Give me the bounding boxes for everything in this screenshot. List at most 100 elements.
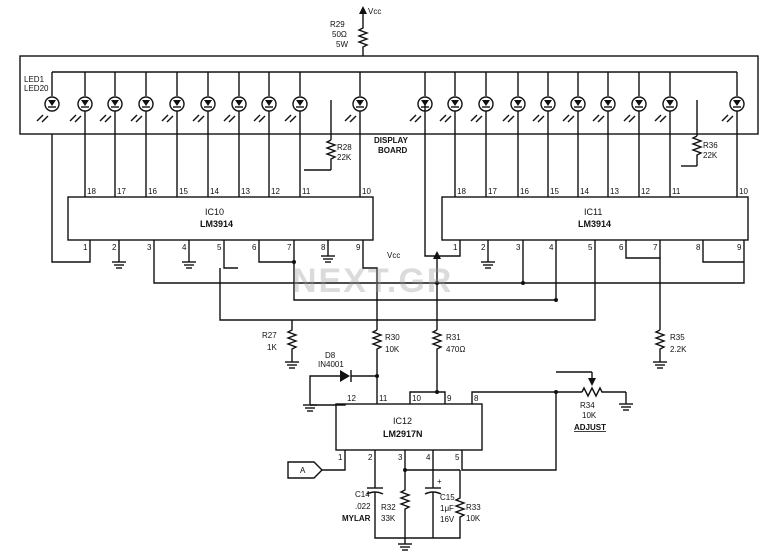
pin-number: 15 — [550, 187, 559, 196]
r27-name: R27 — [262, 331, 277, 340]
ic12-part: LM2917N — [383, 429, 423, 439]
pin-number: 6 — [252, 243, 257, 252]
pin-number: 8 — [696, 243, 701, 252]
ic12-name: IC12 — [393, 416, 412, 426]
pin-number: 5 — [455, 453, 460, 462]
pin-number: 16 — [520, 187, 529, 196]
led — [253, 72, 277, 123]
input-label: A — [300, 466, 306, 475]
vcc-supply-top: Vcc — [359, 6, 381, 22]
r36-value: 22K — [703, 151, 718, 160]
r34-value: 10K — [582, 411, 597, 420]
pin-number: 16 — [148, 187, 157, 196]
led — [409, 72, 433, 123]
ic12-bottom-components: + — [366, 450, 466, 551]
resistor-r36: R36 22K — [681, 100, 718, 167]
r34-function: ADJUST — [574, 423, 606, 432]
pin-number: 10 — [412, 394, 421, 403]
resistor-r28: R28 22K — [304, 100, 352, 171]
d8-name: D8 — [325, 351, 336, 360]
d8-part: IN4001 — [318, 360, 344, 369]
resistor-r31: R31 470Ω — [431, 329, 465, 392]
pin-number: 13 — [241, 187, 250, 196]
pin-number: 2 — [368, 453, 373, 462]
pin-number: 17 — [488, 187, 497, 196]
ic11-body — [441, 196, 749, 241]
pin-number: 18 — [457, 187, 466, 196]
r29-name: R29 — [330, 20, 345, 29]
led-bank-label-1: LED1 — [24, 75, 45, 84]
led — [592, 72, 616, 123]
pin-number: 7 — [287, 243, 292, 252]
c14-value: .022 — [355, 502, 371, 511]
pin-number: 10 — [739, 187, 748, 196]
pin-number: 13 — [610, 187, 619, 196]
pin-number: 1 — [338, 453, 343, 462]
pin-number: 14 — [580, 187, 589, 196]
resistor-r30: R30 10K — [371, 329, 400, 392]
display-board-label-1: DISPLAY — [374, 136, 409, 145]
ic11-bottom-wiring — [292, 100, 744, 330]
led — [654, 72, 678, 123]
pin-number: 3 — [516, 243, 521, 252]
led — [69, 72, 93, 123]
r30-value: 10K — [385, 345, 400, 354]
pin-number: 5 — [217, 243, 222, 252]
r36-name: R36 — [703, 141, 718, 150]
pin-number: 8 — [474, 394, 479, 403]
r33-value: 10K — [466, 514, 481, 523]
display-board-label-2: BOARD — [378, 146, 408, 155]
ic10-body — [67, 196, 374, 241]
pin-number: 11 — [379, 394, 388, 403]
r29-value: 50Ω — [332, 30, 347, 39]
pin-number: 1 — [453, 243, 458, 252]
ic12-body — [335, 403, 483, 451]
pin-number: 4 — [426, 453, 431, 462]
led — [721, 72, 745, 123]
led-cathode-wires — [84, 111, 738, 197]
pin-number: 10 — [362, 187, 371, 196]
resistor-r29: R29 50Ω 5W — [330, 20, 369, 56]
pin-number: 9 — [737, 243, 742, 252]
ic11-name: IC11 — [584, 207, 602, 217]
c14-type: MYLAR — [342, 514, 371, 523]
pin-number: 2 — [112, 243, 117, 252]
led — [36, 72, 60, 123]
pin-number: 3 — [147, 243, 152, 252]
pin-number: 17 — [117, 187, 126, 196]
r34-name: R34 — [580, 401, 595, 410]
vcc-label-top: Vcc — [368, 7, 381, 16]
pin-number: 6 — [619, 243, 624, 252]
pin-number: 8 — [321, 243, 326, 252]
c15-name: C15 — [440, 493, 455, 502]
pin-number: 11 — [672, 187, 681, 196]
pin-number: 4 — [549, 243, 554, 252]
led — [470, 72, 494, 123]
r32-name: R32 — [381, 503, 396, 512]
input-connector-a: A — [287, 450, 346, 479]
pin-number: 11 — [302, 187, 311, 196]
pin-number: 7 — [653, 243, 658, 252]
diode-d8: D8 IN4001 — [309, 351, 379, 405]
r28-name: R28 — [337, 143, 352, 152]
r35-name: R35 — [670, 333, 685, 342]
pin-number: 4 — [182, 243, 187, 252]
c15-value: 1μF — [440, 504, 454, 513]
r30-name: R30 — [385, 333, 400, 342]
pin-number: 3 — [398, 453, 403, 462]
r33-name: R33 — [466, 503, 481, 512]
pin-number: 9 — [447, 394, 452, 403]
r32-value: 33K — [381, 514, 396, 523]
pin-number: 12 — [641, 187, 650, 196]
led-array — [36, 72, 745, 123]
pin-number: 12 — [347, 394, 356, 403]
pin-number: 2 — [481, 243, 486, 252]
pin-number: 18 — [87, 187, 96, 196]
r35-value: 2.2K — [670, 345, 687, 354]
c14-name: C14 — [355, 490, 370, 499]
ic10-name: IC10 — [205, 207, 224, 217]
r29-power: 5W — [336, 40, 348, 49]
